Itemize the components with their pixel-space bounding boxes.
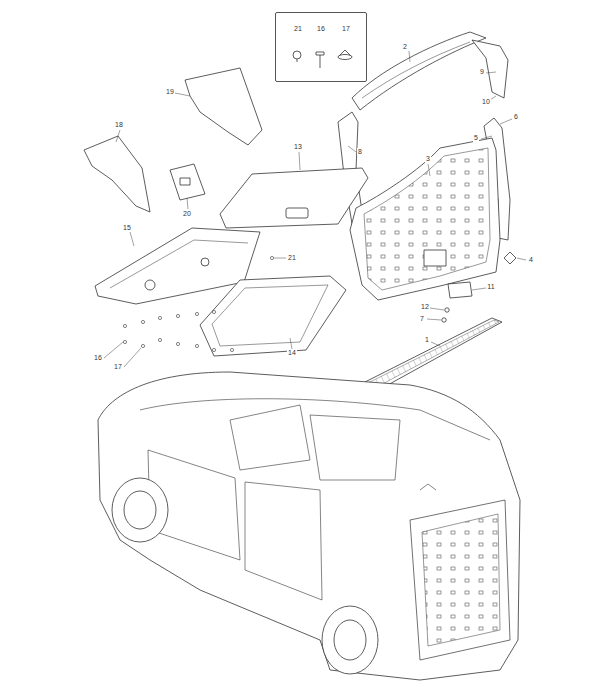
callout-number: 21 (293, 25, 303, 33)
callout-number: 17 (341, 25, 351, 33)
callout-number: 17 (113, 363, 123, 371)
callout-number: 1 (424, 336, 430, 344)
callout-number: 5 (473, 134, 479, 142)
callout-number: 15 (122, 224, 132, 232)
callout-number: 12 (420, 303, 430, 311)
callout-number: 9 (479, 68, 485, 76)
callout-number: 10 (481, 98, 491, 106)
callout-number: 21 (287, 254, 297, 262)
callout-number: 18 (114, 121, 124, 129)
callout-number: 14 (287, 349, 297, 357)
callout-number: 3 (425, 155, 431, 163)
callout-number: 16 (316, 25, 326, 33)
callout-number: 16 (93, 354, 103, 362)
callout-number: 11 (486, 283, 495, 291)
callout-number: 13 (293, 143, 303, 151)
fastener-inset-box: 21 16 17 (275, 12, 367, 82)
callout-number: 2 (402, 43, 408, 51)
callout-number: 4 (528, 256, 534, 264)
callout-number: 6 (513, 113, 519, 121)
callout-number: 8 (357, 148, 363, 156)
callout-number: 20 (182, 210, 192, 218)
callout-number: 19 (165, 88, 175, 96)
callout-number: 7 (419, 315, 425, 323)
